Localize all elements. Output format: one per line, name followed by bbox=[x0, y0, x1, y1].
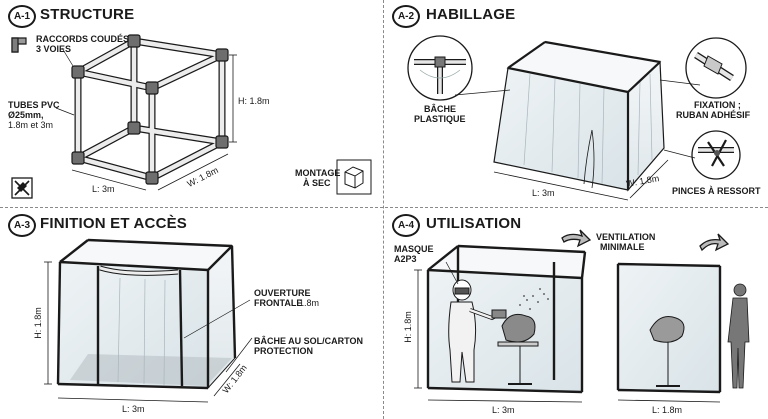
a2-length-dimension: L: 3m bbox=[532, 188, 555, 198]
panel-badge-a3: A-3 bbox=[8, 214, 36, 237]
panel-title-finition: FINITION ET ACCÈS bbox=[40, 215, 188, 232]
panel-title-habillage: HABILLAGE bbox=[426, 6, 516, 23]
a1-leader-lines bbox=[55, 47, 75, 116]
a3-length-dimension: L: 3m bbox=[122, 404, 145, 414]
a3-height-dimension: H: 1.8m bbox=[32, 307, 43, 339]
a4-height-dimension: H: 1.8m bbox=[402, 311, 413, 343]
front-opening-label-line2: FRONTALE bbox=[254, 298, 303, 308]
a4-dimension-lines bbox=[414, 269, 721, 403]
a4-leader-lines bbox=[445, 261, 459, 285]
a2-dimension-lines bbox=[493, 159, 669, 201]
floor-protection-label: BÂCHE AU SOL/CARTON bbox=[254, 336, 364, 346]
floor-protection-label-line2: PROTECTION bbox=[254, 346, 314, 356]
tape-detail-circle bbox=[685, 37, 747, 99]
dry-fit-cube-icon bbox=[336, 159, 372, 195]
panel-badge-a1: A-1 bbox=[8, 5, 36, 28]
panel-title-structure: STRUCTURE bbox=[40, 6, 135, 23]
tubes-label: TUBES PVC bbox=[8, 100, 60, 110]
dry-fit-label-line2: À SEC bbox=[303, 178, 331, 188]
panel-badge-a2: A-2 bbox=[392, 5, 420, 28]
a1-height-dimension: H: 1.8m bbox=[238, 96, 270, 106]
mask-label: MASQUE bbox=[394, 244, 434, 254]
front-opening-label: OUVERTURE bbox=[254, 288, 311, 298]
ventilation-label-line2: MINIMALE bbox=[600, 242, 645, 252]
panel-title-utilisation: UTILISATION bbox=[426, 215, 522, 232]
tape-fixing-label: FIXATION ; bbox=[694, 100, 741, 110]
sheet-label: BÂCHE bbox=[424, 104, 457, 114]
dry-fit-label: MONTAGE bbox=[295, 168, 341, 178]
workpiece-on-stand bbox=[497, 313, 539, 385]
tubes-label-line3: 1.8m et 3m bbox=[8, 120, 54, 130]
sheet-label-line2: PLASTIQUE bbox=[414, 114, 466, 124]
fittings-label: RACCORDS COUDÉS bbox=[36, 34, 130, 44]
front-opening-size: 1.8m bbox=[299, 298, 320, 308]
a1-dimension-lines bbox=[71, 54, 237, 191]
no-glue-icon bbox=[11, 177, 33, 199]
covered-booth bbox=[493, 40, 665, 192]
horizontal-divider bbox=[0, 207, 768, 208]
fittings-label-line2: 3 VOIES bbox=[36, 44, 72, 54]
vertical-divider bbox=[383, 0, 384, 419]
a1-length-dimension: L: 3m bbox=[92, 184, 115, 194]
tape-fixing-label-line2: RUBAN ADHÉSIF bbox=[676, 110, 751, 120]
a3-leader-lines bbox=[183, 299, 253, 373]
scale-person-silhouette bbox=[727, 283, 750, 389]
pvc-frame bbox=[71, 34, 229, 185]
clamp-detail-circle bbox=[691, 130, 741, 180]
booth-side-view bbox=[616, 262, 722, 394]
spray-mist bbox=[519, 288, 549, 310]
tubes-label-line2: Ø25mm, bbox=[8, 110, 44, 120]
mask-label-line2: A2P3 bbox=[394, 254, 417, 264]
ventilation-arrow-icon bbox=[561, 229, 730, 252]
ventilation-label: VENTILATION bbox=[596, 232, 656, 242]
a3-dimension-lines bbox=[44, 261, 241, 403]
corner-detail-circle bbox=[407, 35, 473, 101]
elbow-fitting-icon bbox=[11, 37, 27, 53]
spring-clamps-label: PINCES À RESSORT bbox=[672, 186, 761, 196]
a4-length-dimension: L: 3m bbox=[492, 405, 515, 415]
panel-badge-a4: A-4 bbox=[392, 214, 420, 237]
a2-leader-lines bbox=[454, 79, 701, 159]
finished-booth bbox=[56, 238, 237, 390]
painter-figure bbox=[448, 279, 507, 383]
a4-side-length-dimension: L: 1.8m bbox=[652, 405, 683, 415]
